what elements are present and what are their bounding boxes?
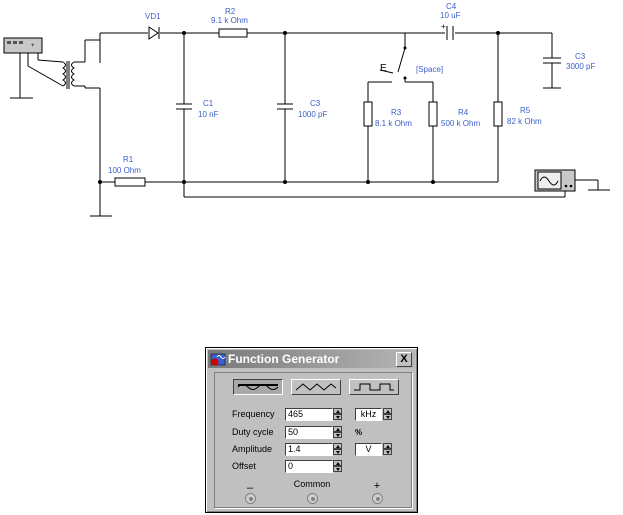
function-generator-app-icon <box>210 353 226 366</box>
chevron-up-icon[interactable] <box>383 408 392 414</box>
r2-name-label: R2 <box>225 7 236 16</box>
diode-vd1 <box>148 26 160 40</box>
frequency-unit-stepper[interactable] <box>383 408 392 421</box>
plus-terminal[interactable] <box>372 493 383 504</box>
switch-hint-label: [Space] <box>416 65 444 74</box>
controls-panel: Frequency 465 kHz Duty cycle 50 % Amplit… <box>214 372 412 508</box>
sine-wave-button[interactable] <box>233 379 283 395</box>
chevron-down-icon[interactable] <box>383 414 392 420</box>
minus-terminal[interactable] <box>245 493 256 504</box>
square-wave-icon <box>354 383 394 391</box>
c4-polarity-mark: + <box>441 22 446 31</box>
sine-wave-icon <box>237 384 279 390</box>
c3b-name-label: C3 <box>310 99 321 108</box>
plus-terminal-label: + <box>373 480 381 492</box>
offset-label: Offset <box>232 461 256 471</box>
r4-name-label: R4 <box>458 108 469 117</box>
c3a-name-label: C3 <box>575 52 586 61</box>
chevron-up-icon[interactable] <box>333 408 342 414</box>
square-wave-button[interactable] <box>349 379 399 395</box>
close-button[interactable]: X <box>396 352 412 367</box>
r3-name-label: R3 <box>391 108 402 117</box>
title-bar[interactable]: Function Generator X <box>208 350 415 368</box>
c1-name-label: C1 <box>203 99 214 108</box>
common-terminal-label: Common <box>293 479 331 489</box>
amplitude-input[interactable]: 1.4 <box>285 443 333 456</box>
window-title: Function Generator <box>228 352 340 366</box>
amplitude-unit-stepper[interactable] <box>383 443 392 456</box>
c4-value-label: 10 uF <box>440 11 461 20</box>
c4-name-label: C4 <box>446 2 457 11</box>
chevron-up-icon[interactable] <box>333 460 342 466</box>
r5-value-label: 82 k Ohm <box>507 117 542 126</box>
chevron-up-icon[interactable] <box>383 443 392 449</box>
amplitude-label: Amplitude <box>232 444 273 454</box>
common-terminal[interactable] <box>307 493 318 504</box>
r1-value-label: 100 Ohm <box>108 166 141 175</box>
function-generator-instrument: + <box>3 37 43 54</box>
offset-stepper[interactable] <box>333 460 342 473</box>
frequency-label: Frequency <box>232 409 275 419</box>
chevron-down-icon[interactable] <box>333 432 342 438</box>
amplitude-unit-select[interactable]: V <box>355 443 382 456</box>
frequency-input[interactable]: 465 <box>285 408 333 421</box>
r4-value-label: 500 k Ohm <box>441 119 481 128</box>
function-generator-window: Function Generator X Frequency 465 kHz <box>205 347 418 513</box>
chevron-down-icon[interactable] <box>333 414 342 420</box>
chevron-down-icon[interactable] <box>333 449 342 455</box>
duty-cycle-stepper[interactable] <box>333 426 342 439</box>
c1-value-label: 10 nF <box>198 110 219 119</box>
r3-value-label: 8.1 k Ohm <box>375 119 412 128</box>
svg-text:+: + <box>31 43 35 49</box>
frequency-stepper[interactable] <box>333 408 342 421</box>
chevron-up-icon[interactable] <box>333 426 342 432</box>
r2-value-label: 9.1 k Ohm <box>211 16 248 25</box>
c3b-value-label: 1000 pF <box>298 110 328 119</box>
duty-cycle-input[interactable]: 50 <box>285 426 333 439</box>
offset-input[interactable]: 0 <box>285 460 333 473</box>
oscilloscope-instrument <box>534 169 576 192</box>
duty-cycle-unit: % <box>355 428 363 437</box>
switch-key-label: E <box>380 63 387 74</box>
amplitude-stepper[interactable] <box>333 443 342 456</box>
minus-terminal-label: – <box>246 482 254 494</box>
triangle-wave-icon <box>295 383 337 391</box>
chevron-up-icon[interactable] <box>333 443 342 449</box>
chevron-down-icon[interactable] <box>383 449 392 455</box>
frequency-unit-select[interactable]: kHz <box>355 408 382 421</box>
triangle-wave-button[interactable] <box>291 379 341 395</box>
r5-name-label: R5 <box>520 106 531 115</box>
duty-cycle-label: Duty cycle <box>232 427 274 437</box>
r1-name-label: R1 <box>123 155 134 164</box>
circuit-schematic: + <box>3 26 610 217</box>
chevron-down-icon[interactable] <box>333 466 342 472</box>
c3a-value-label: 3000 pF <box>566 62 596 71</box>
vd1-label: VD1 <box>145 12 161 21</box>
